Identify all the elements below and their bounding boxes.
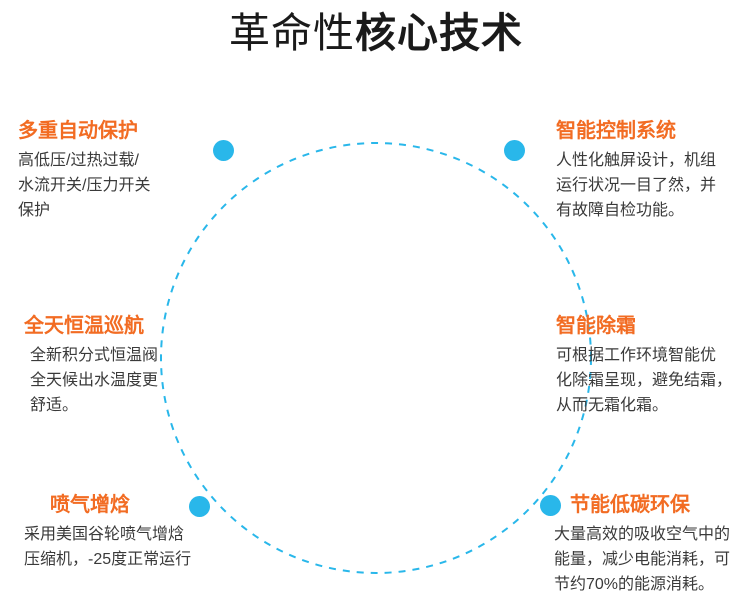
feature-body: 可根据工作环境智能优 化除霜呈现，避免结霜， 从而无霜化霜。 [556,343,752,418]
feature-body-line: 舒适。 [30,397,79,414]
feature-heading: 喷气增焓 [50,494,130,516]
node-dot-intelligent-control-system [504,140,525,161]
feature-body: 高低压/过热过载/ 水流开关/压力开关 保护 [18,148,218,223]
feature-body-line: 从而无霜化霜。 [556,397,669,414]
node-dot-vapor-injection-enthalpy [189,496,210,517]
feature-energy-saving-low-carbon: 节能低碳环保 大量高效的吸收空气中的 能量，减少电能消耗，可 节约70%的能源消… [554,492,752,593]
feature-body-line: 压缩机，-25度正常运行 [24,551,192,568]
node-dot-energy-saving-low-carbon [540,495,561,516]
feature-body-line: 大量高效的吸收空气中的 [554,526,731,543]
feature-body: 大量高效的吸收空气中的 能量，减少电能消耗，可 节约70%的能源消耗。 [554,522,752,597]
page-title-light: 革命性 [229,10,355,56]
feature-body-line: 运行状况一目了然，并 [556,177,717,194]
feature-heading: 多重自动保护 [18,120,138,142]
feature-body-line: 化除霜呈现，避免结霜， [556,372,733,389]
feature-body-line: 全天候出水温度更 [30,372,159,389]
node-dot-multi-auto-protection [213,140,234,161]
feature-body-line: 节约70%的能源消耗。 [554,576,715,593]
feature-heading: 节能低碳环保 [570,494,690,516]
feature-body: 人性化触屏设计，机组 运行状况一目了然，并 有故障自检功能。 [556,148,752,223]
feature-all-day-constant-temp-cruise: 全天恒温巡航 全新积分式恒温阀 全天候出水温度更 舒适。 [24,313,224,418]
feature-body-line: 有故障自检功能。 [556,202,685,219]
feature-body-line: 采用美国谷轮喷气增焓 [24,526,185,543]
feature-intelligent-defrost: 智能除霜 可根据工作环境智能优 化除霜呈现，避免结霜， 从而无霜化霜。 [556,313,752,418]
feature-body-line: 可根据工作环境智能优 [556,347,717,364]
feature-heading: 智能控制系统 [556,120,676,142]
feature-multi-auto-protection: 多重自动保护 高低压/过热过载/ 水流开关/压力开关 保护 [18,118,218,223]
circle-outline [160,142,592,574]
feature-body: 全新积分式恒温阀 全天候出水温度更 舒适。 [24,343,224,418]
feature-body-line: 人性化触屏设计，机组 [556,152,717,169]
feature-vapor-injection-enthalpy: 喷气增焓 采用美国谷轮喷气增焓 压缩机，-25度正常运行 [24,492,234,572]
feature-body-line: 水流开关/压力开关 [18,177,151,194]
feature-body: 采用美国谷轮喷气增焓 压缩机，-25度正常运行 [24,522,234,572]
feature-body-line: 全新积分式恒温阀 [30,347,159,364]
feature-heading: 智能除霜 [556,315,636,337]
feature-body-line: 高低压/过热过载/ [18,152,139,169]
feature-heading: 全天恒温巡航 [24,315,144,337]
feature-body-line: 能量，减少电能消耗，可 [554,551,731,568]
feature-intelligent-control-system: 智能控制系统 人性化触屏设计，机组 运行状况一目了然，并 有故障自检功能。 [556,118,752,223]
page-title: 革命性核心技术 [0,8,752,58]
feature-body-line: 保护 [18,202,51,219]
page-title-bold: 核心技术 [355,10,523,56]
